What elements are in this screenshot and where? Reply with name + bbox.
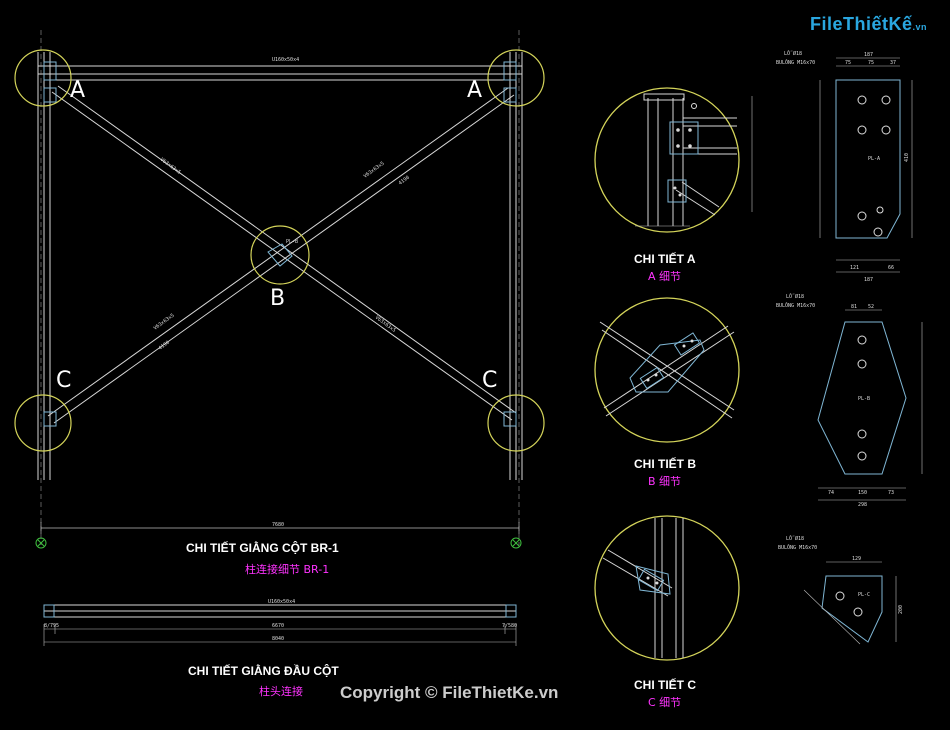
mark-a-right: A: [467, 78, 483, 103]
pl-b-tag: PL-B: [858, 396, 870, 402]
b-plate-tag: PL-B: [286, 239, 298, 245]
copyright-watermark: Copyright © FileThietKe.vn: [340, 683, 559, 702]
detail-b-title: CHI TIẾT B: [634, 457, 696, 471]
brace-length-2: 4190: [158, 340, 171, 352]
detail-a-title: CHI TIẾT A: [634, 252, 696, 266]
pl-c-h: 200: [898, 605, 904, 614]
logo-tld-text: .vn: [912, 22, 928, 32]
frame-plates: [43, 61, 517, 427]
head-title: CHI TIẾT GIẰNG ĐẦU CỘT: [188, 664, 339, 678]
pl-b-bottom-2: 150: [858, 490, 867, 496]
head-dim-mid: 6670: [272, 623, 284, 629]
pl-b-hole-note: LỖ Ø18: [786, 293, 804, 300]
main-subtitle: 柱连接细节 BR-1: [245, 563, 330, 576]
brace-label-3: V63x63x5: [153, 313, 176, 332]
pl-a-dim-1: 75: [845, 60, 851, 66]
head-beam: [43, 604, 517, 618]
brace-label-2: V63x63x5: [363, 161, 386, 180]
pl-a-dim-2: 75: [868, 60, 874, 66]
detail-a-subtitle: A 细节: [648, 270, 682, 283]
pl-b-w-total: 298: [858, 502, 867, 508]
head-dim-right: 7/580: [502, 623, 517, 629]
pl-a-bottom-1: 121: [850, 265, 859, 271]
pl-b-bottom-1: 74: [828, 490, 834, 496]
pl-a-h: 410: [904, 153, 910, 162]
pl-b-top-1: 81: [851, 304, 857, 310]
pl-c-w-top: 129: [852, 556, 861, 562]
mark-c-right: C: [482, 368, 498, 393]
head-subtitle: 柱头连接: [259, 685, 303, 698]
detail-c-title: CHI TIẾT C: [634, 678, 696, 692]
main-title: CHI TIẾT GIẰNG CỘT BR-1: [186, 541, 339, 555]
plate-pl-a: 187 75 75 37 410 PL-A 121 66 187 LỖ Ø18 …: [776, 50, 913, 283]
pl-a-bolt-note: BULÔNG M16x70: [776, 59, 815, 66]
overall-dim: 7680: [272, 522, 284, 528]
head-beam-label: U160x50x4: [268, 599, 295, 605]
head-dim-total: 8040: [272, 636, 284, 642]
brace-label-1: V63x63x5: [159, 157, 182, 176]
logo-main-text: FileThiếtKế: [810, 14, 913, 34]
pl-a-w-top: 187: [864, 52, 873, 58]
mark-a-left: A: [70, 78, 86, 103]
detail-callout-circles: [14, 49, 545, 452]
pl-c-tag: PL-C: [858, 592, 870, 598]
main-frame: [37, 52, 523, 480]
pl-a-tag: PL-A: [868, 156, 880, 162]
detail-c-subtitle: C 细节: [648, 696, 682, 709]
detail-a-drawing: [594, 87, 740, 233]
plate-pl-c: 129 200 PL-C LỖ Ø18 BULÔNG M16x70: [778, 535, 904, 645]
filethietke-logo[interactable]: FileThiếtKế.vn: [810, 14, 927, 35]
pl-a-hole-note: LỖ Ø18: [784, 50, 802, 57]
mark-b: B: [270, 286, 286, 311]
brace-length-1: 4190: [398, 175, 411, 187]
mark-c-left: C: [56, 368, 72, 393]
head-dim-left: 8/795: [44, 623, 59, 629]
pl-a-bottom-2: 66: [888, 265, 894, 271]
pl-b-bolt-note: BULÔNG M16x70: [776, 302, 815, 309]
pl-a-dim-3: 37: [890, 60, 896, 66]
pl-c-bolt-note: BULÔNG M16x70: [778, 544, 817, 551]
detail-b-drawing: [594, 297, 740, 443]
pl-b-bottom-3: 73: [888, 490, 894, 496]
plate-pl-b: PL-B 81 52 74 150 73 298 LỖ Ø18 BULÔNG M…: [776, 293, 923, 508]
pl-c-hole-note: LỖ Ø18: [786, 535, 804, 542]
pl-a-w-bottom: 187: [864, 277, 873, 283]
top-beam-label: U160x50x4: [272, 57, 299, 63]
detail-c-drawing: [594, 515, 740, 661]
detail-b-subtitle: B 细节: [648, 475, 682, 488]
pl-b-top-2: 52: [868, 304, 874, 310]
